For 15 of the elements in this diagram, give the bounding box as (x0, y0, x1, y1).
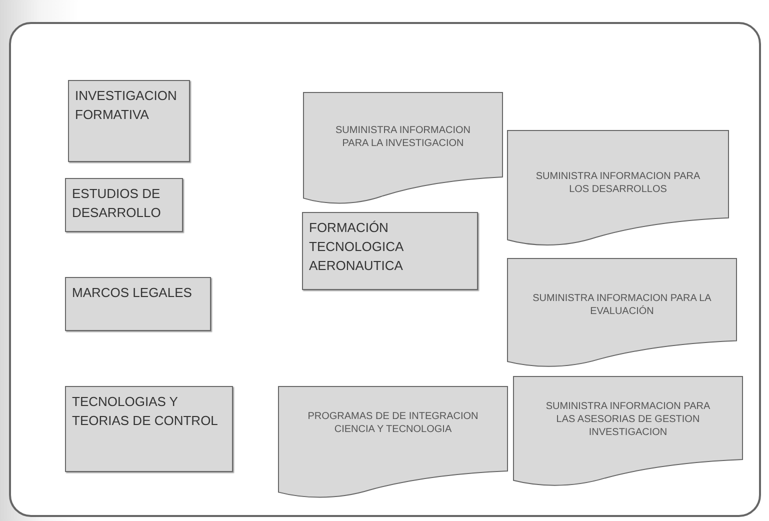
box-label: PROGRAMAS DE DE INTEGRACION CIENCIA Y TECNOLOGIA (306, 410, 480, 436)
box-label: ESTUDIOS DE DESARROLLO (72, 185, 162, 222)
box-label: MARCOS LEGALES (72, 284, 193, 302)
box-label: TECNOLOGIAS Y TEORIAS DE CONTROL (72, 393, 219, 430)
box-label: SUMINISTRA INFORMACION PARA LA INVESTIGACION (334, 124, 472, 150)
process-box (65, 386, 233, 472)
box-label: FORMACIÓN TECNOLOGICA AERONAUTICA (309, 219, 404, 275)
box-label: INVESTIGACION FORMATIVA (75, 87, 178, 124)
process-box (68, 80, 190, 162)
process-box (65, 178, 183, 232)
process-box (65, 277, 211, 331)
box-label: SUMINISTRA INFORMACION PARA LOS DESARROLLOS (534, 170, 702, 196)
box-label: SUMINISTRA INFORMACION PARA LAS ASESORIAS DE GESTION INVESTIGACION (544, 400, 712, 439)
box-label: SUMINISTRA INFORMACION PARA LA EVALUACIÓN (532, 292, 712, 318)
process-box (302, 212, 478, 290)
